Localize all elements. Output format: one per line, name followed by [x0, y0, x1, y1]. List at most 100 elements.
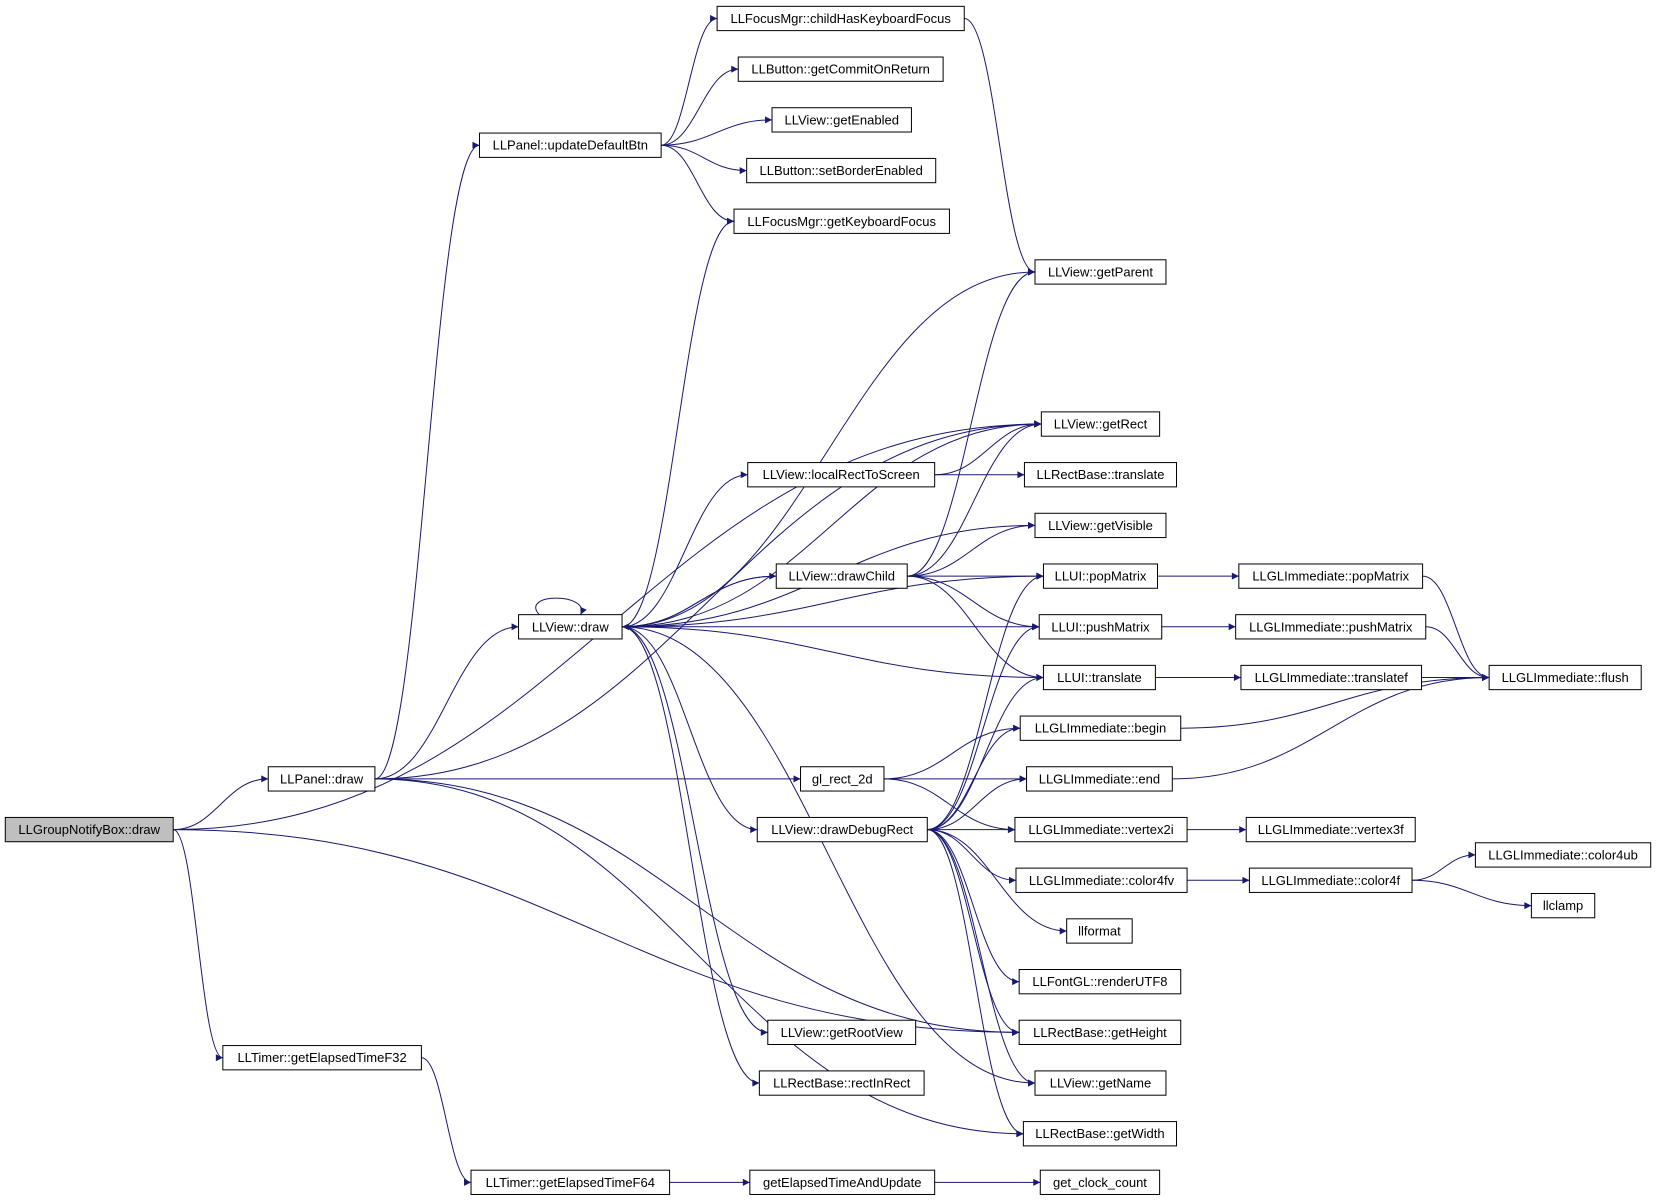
- node-gl-translatef[interactable]: LLGLImmediate::translatef: [1240, 664, 1423, 691]
- node-get-rect[interactable]: LLView::getRect: [1040, 411, 1161, 437]
- node-gl-color4fv[interactable]: LLGLImmediate::color4fv: [1015, 867, 1188, 893]
- node-root-view[interactable]: LLView::getRootView: [767, 1019, 917, 1046]
- node-gl-color4ub[interactable]: LLGLImmediate::color4ub: [1474, 842, 1652, 868]
- node-render-utf8[interactable]: LLFontGL::renderUTF8: [1018, 969, 1182, 995]
- node-timer-f64[interactable]: LLTimer::getElapsedTimeF64: [470, 1169, 671, 1195]
- node-gl-flush[interactable]: LLGLImmediate::flush: [1488, 664, 1642, 691]
- edge-draw_debug-to-rect_height: [927, 829, 1020, 1036]
- node-timer-f32[interactable]: LLTimer::getElapsedTimeF32: [222, 1045, 422, 1071]
- edge-arrow: [661, 144, 735, 225]
- edge-arrow: [907, 268, 1036, 577]
- edge-arrow: [374, 778, 1024, 1138]
- node-label: LLGLImmediate::vertex3f: [1258, 822, 1404, 837]
- node-gl-vertex3f[interactable]: LLGLImmediate::vertex3f: [1245, 816, 1416, 843]
- node-label: LLView::getEnabled: [785, 112, 899, 127]
- node-gl-popmatrix[interactable]: LLGLImmediate::popMatrix: [1238, 563, 1424, 589]
- node-draw-debug[interactable]: LLView::drawDebugRect: [756, 816, 928, 843]
- node-gl-end[interactable]: LLGLImmediate::end: [1026, 766, 1173, 792]
- edge-arrow: [622, 471, 748, 628]
- node-ui-pop[interactable]: LLUI::popMatrix: [1042, 563, 1159, 589]
- node-btn-border[interactable]: LLButton::setBorderEnabled: [746, 157, 937, 184]
- node-focus-child[interactable]: LLFocusMgr::childHasKeyboardFocus: [716, 5, 965, 32]
- edge-draw_debug-to-ui_translate: [927, 674, 1044, 831]
- node-label: LLView::localRectToScreen: [763, 467, 920, 482]
- edge-arrow: [421, 1057, 472, 1186]
- node-clock-count[interactable]: get_clock_count: [1039, 1169, 1161, 1195]
- node-rect-in-rect[interactable]: LLRectBase::rectInRect: [758, 1070, 925, 1096]
- node-box: [4, 816, 174, 843]
- edge-arrow: [622, 420, 1042, 628]
- node-label: LLUI::translate: [1057, 670, 1142, 685]
- edge-view_draw-to-focus_get: [622, 217, 735, 628]
- node-label: LLRectBase::getHeight: [1033, 1025, 1167, 1040]
- node-elapsed-update[interactable]: getElapsedTimeAndUpdate: [749, 1169, 936, 1195]
- edge-arrow: [622, 575, 777, 631]
- edge-groupnotify-to-panel_draw: [173, 775, 269, 831]
- node-view-draw[interactable]: LLView::draw: [518, 614, 623, 640]
- node-label: getElapsedTimeAndUpdate: [763, 1175, 922, 1190]
- edge-arrow: [374, 778, 1020, 1036]
- node-box: [746, 157, 937, 184]
- node-box: [737, 56, 944, 82]
- node-box: [1488, 664, 1642, 691]
- edge-arrow: [927, 674, 1044, 831]
- node-gl-color4f[interactable]: LLGLImmediate::color4f: [1248, 867, 1413, 893]
- node-box: [1039, 1169, 1161, 1195]
- node-box: [1040, 411, 1161, 437]
- node-panel-draw[interactable]: LLPanel::draw: [267, 766, 376, 792]
- edge-arrow: [907, 575, 1040, 631]
- edge-draw_debug-to-ui_pop: [927, 572, 1044, 831]
- node-get-visible[interactable]: LLView::getVisible: [1034, 512, 1167, 539]
- edge-panel_draw-to-rect_height: [374, 778, 1020, 1036]
- node-gl-pushmatrix[interactable]: LLGLImmediate::pushMatrix: [1235, 614, 1427, 640]
- node-box: [733, 208, 950, 234]
- edge-arrow: [535, 597, 587, 615]
- node-label: LLPanel::updateDefaultBtn: [493, 138, 648, 153]
- node-focus-get[interactable]: LLFocusMgr::getKeyboardFocus: [733, 208, 950, 234]
- edge-arrow: [622, 626, 1036, 1087]
- node-llclamp[interactable]: llclamp: [1530, 892, 1596, 919]
- node-get-name[interactable]: LLView::getName: [1034, 1070, 1167, 1096]
- node-view-enabled[interactable]: LLView::getEnabled: [771, 107, 912, 133]
- node-box: [1018, 1019, 1182, 1046]
- node-get-parent[interactable]: LLView::getParent: [1034, 259, 1167, 285]
- node-box: [775, 563, 908, 589]
- node-llformat[interactable]: llformat: [1066, 918, 1133, 944]
- edge-arrow: [927, 572, 1044, 831]
- node-groupnotify[interactable]: LLGroupNotifyBox::draw: [4, 816, 174, 843]
- edge-gl_rect-to-gl_begin: [883, 724, 1021, 780]
- node-ui-translate[interactable]: LLUI::translate: [1042, 664, 1156, 691]
- edge-arrow: [374, 420, 1042, 780]
- edge-arrow: [1422, 575, 1490, 681]
- node-label: LLGLImmediate::vertex2i: [1028, 822, 1173, 837]
- node-label: LLView::getVisible: [1048, 518, 1153, 533]
- edge-gl_color4f-to-gl_color4ub: [1412, 851, 1476, 881]
- node-rect-width[interactable]: LLRectBase::getWidth: [1022, 1121, 1178, 1147]
- edge-arrow: [622, 626, 768, 1036]
- node-local-rect[interactable]: LLView::localRectToScreen: [747, 462, 936, 488]
- node-gl-vertex2i[interactable]: LLGLImmediate::vertex2i: [1014, 816, 1188, 843]
- edge-update_default_btn-to-btn_border: [661, 144, 747, 175]
- edge-gl_rect-to-gl_vertex2i: [883, 778, 1015, 834]
- edge-arrow: [173, 775, 269, 831]
- node-gl-rect[interactable]: gl_rect_2d: [800, 766, 885, 792]
- edge-arrow: [1412, 851, 1476, 881]
- node-label: LLButton::getCommitOnReturn: [751, 62, 929, 77]
- node-ui-push[interactable]: LLUI::pushMatrix: [1038, 614, 1163, 640]
- node-btn-commit[interactable]: LLButton::getCommitOnReturn: [737, 56, 944, 82]
- node-label: LLView::getRect: [1054, 417, 1148, 432]
- edge-arrow: [622, 626, 760, 1087]
- node-box: [1042, 563, 1159, 589]
- nodes-layer: LLGroupNotifyBox::draw LLPanel::drawLLTim…: [4, 5, 1652, 1195]
- node-gl-begin[interactable]: LLGLImmediate::begin: [1019, 715, 1182, 741]
- node-rect-translate[interactable]: LLRectBase::translate: [1023, 462, 1178, 488]
- edge-arrow: [883, 778, 1015, 834]
- node-box: [771, 107, 912, 133]
- node-label: LLView::draw: [532, 619, 609, 634]
- node-draw-child[interactable]: LLView::drawChild: [775, 563, 908, 589]
- node-rect-height[interactable]: LLRectBase::getHeight: [1018, 1019, 1182, 1046]
- edge-arrow: [1180, 674, 1490, 729]
- node-update-default-btn[interactable]: LLPanel::updateDefaultBtn: [478, 132, 662, 158]
- node-box: [267, 766, 376, 792]
